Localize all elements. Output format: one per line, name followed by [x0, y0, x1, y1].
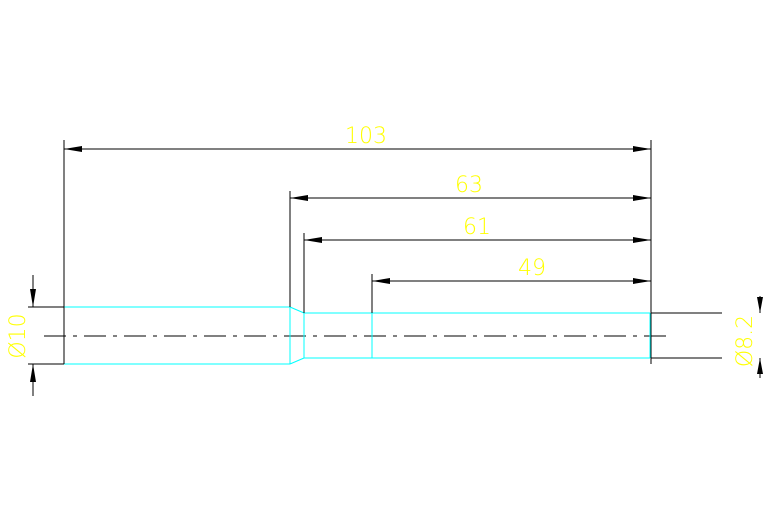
dim-label-63: 63	[455, 173, 483, 198]
dim-label-diameter-8-2: Ø8.2	[733, 315, 758, 367]
dimension-103: 103	[64, 124, 651, 152]
dim-label-103: 103	[345, 124, 387, 149]
dimension-diameter-8-2: Ø8.2	[733, 296, 763, 378]
arrow-bottom-dia10	[30, 364, 36, 382]
dim-label-49: 49	[518, 256, 546, 281]
dim-label-61: 61	[463, 215, 491, 240]
arrow-right-61	[633, 237, 651, 243]
shaft-outline	[63, 306, 651, 365]
arrow-left-103	[64, 146, 82, 152]
dimension-49: 49	[372, 256, 651, 284]
arrow-right-49	[633, 278, 651, 284]
extension-lines	[28, 140, 722, 365]
dimension-diameter-10: Ø10	[6, 275, 36, 396]
arrow-right-63	[633, 195, 651, 201]
dimension-63: 63	[290, 173, 651, 201]
arrow-left-49	[372, 278, 390, 284]
arrow-right-103	[633, 146, 651, 152]
arrow-left-61	[304, 237, 322, 243]
arrow-left-63	[290, 195, 308, 201]
dimension-61: 61	[304, 215, 651, 243]
arrow-top-dia10	[30, 289, 36, 307]
arrow-bottom-dia8	[757, 358, 763, 374]
drawing-area	[0, 122, 767, 398]
dim-label-diameter-10: Ø10	[6, 313, 31, 358]
arrow-top-dia8	[757, 297, 763, 313]
